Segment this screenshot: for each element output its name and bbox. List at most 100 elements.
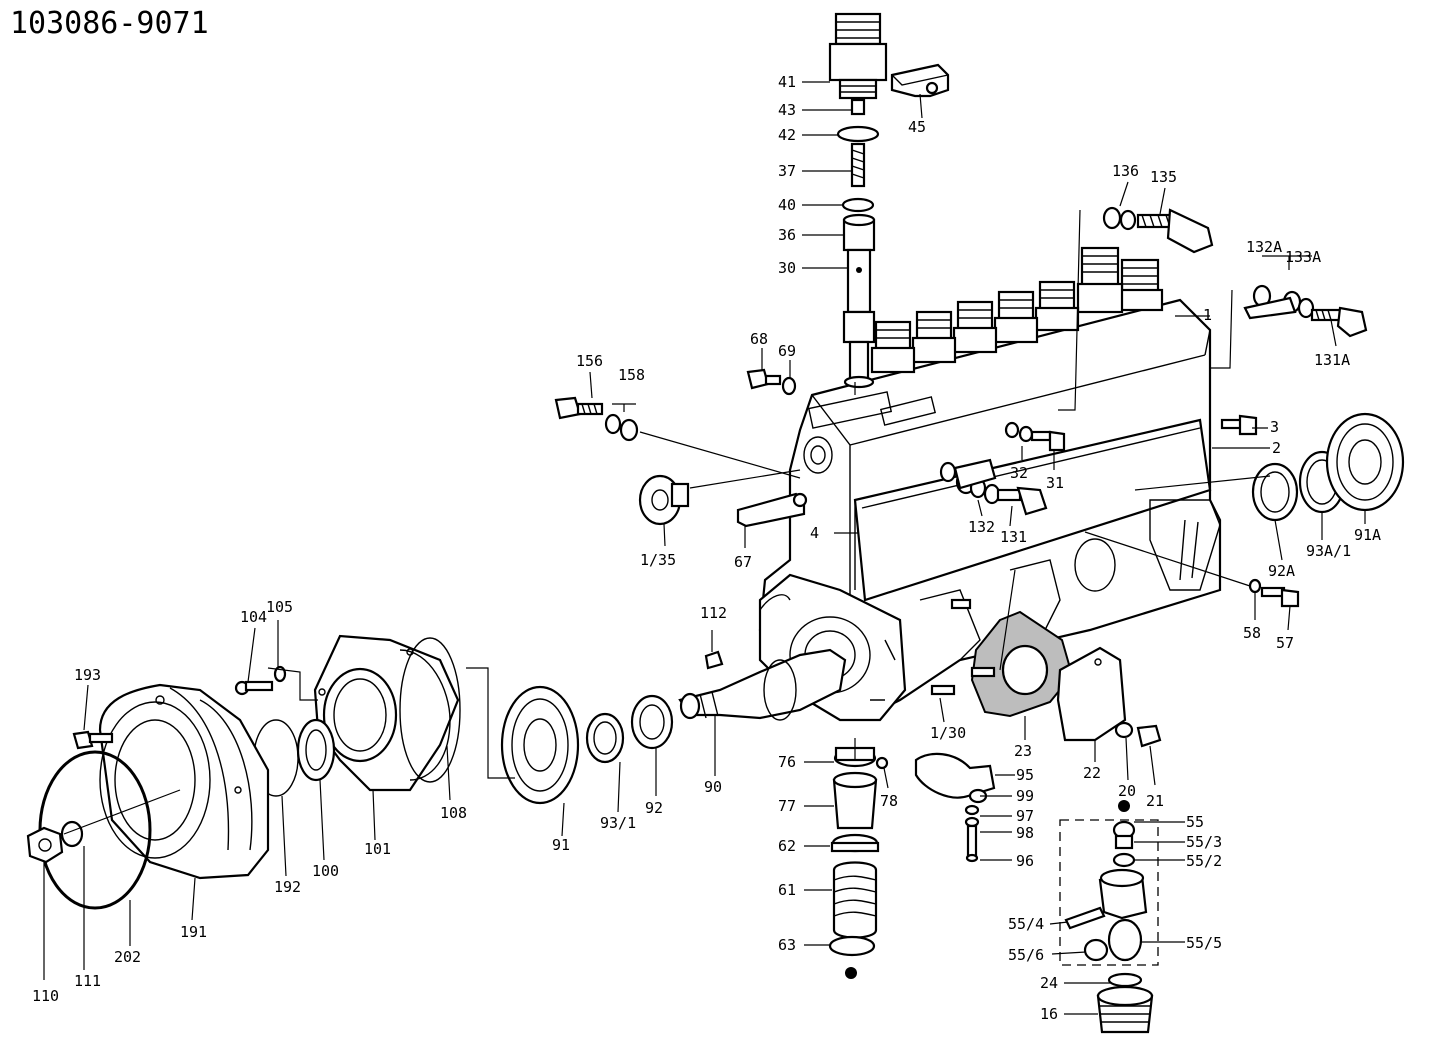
callout-24: 24 bbox=[1040, 974, 1058, 992]
callout-136: 136 bbox=[1112, 162, 1139, 180]
callout-97: 97 bbox=[1016, 807, 1034, 825]
bolt-31 bbox=[1004, 421, 1066, 452]
callout-112: 112 bbox=[700, 604, 727, 622]
callout-158: 158 bbox=[618, 366, 645, 384]
callout-61: 61 bbox=[778, 881, 796, 899]
callout-92A: 92A bbox=[1268, 562, 1295, 580]
callout-16: 16 bbox=[1040, 1005, 1058, 1023]
callout-100: 100 bbox=[312, 862, 339, 880]
callout-30: 30 bbox=[778, 259, 796, 277]
callout-20: 20 bbox=[1118, 782, 1136, 800]
callout-110: 110 bbox=[32, 987, 59, 1005]
callout-191: 191 bbox=[180, 923, 207, 941]
callout-132A: 132A bbox=[1246, 238, 1282, 256]
callout-91A: 91A bbox=[1354, 526, 1381, 544]
callout-90: 90 bbox=[704, 778, 722, 796]
housing-191 bbox=[98, 683, 270, 880]
callout-96: 96 bbox=[1016, 852, 1034, 870]
diagram-code: 103086-9071 bbox=[10, 6, 209, 41]
callout-77: 77 bbox=[778, 797, 796, 815]
tappet-stack bbox=[828, 746, 889, 979]
valve-block-55 bbox=[1064, 800, 1154, 1034]
callout-55-4: 55/4 bbox=[1008, 915, 1044, 933]
banjo-131 bbox=[939, 458, 1048, 516]
callout-41: 41 bbox=[778, 73, 796, 91]
callout-76: 76 bbox=[778, 753, 796, 771]
callout-192: 192 bbox=[274, 878, 301, 896]
cover-22 bbox=[1056, 646, 1127, 742]
callout-108: 108 bbox=[440, 804, 467, 822]
callout-31: 31 bbox=[1046, 474, 1064, 492]
callout-95: 95 bbox=[1016, 766, 1034, 784]
callout-labels: 41 43 42 37 40 36 30 45 136 135 132A 133… bbox=[32, 73, 1381, 1023]
part-67 bbox=[736, 492, 808, 528]
callout-55-6: 55/6 bbox=[1008, 946, 1044, 964]
callout-2: 2 bbox=[1272, 439, 1281, 457]
part-95 bbox=[914, 752, 996, 804]
callout-42: 42 bbox=[778, 126, 796, 144]
bolt-193 bbox=[72, 730, 114, 750]
bolt-104 bbox=[234, 665, 287, 696]
callout-69: 69 bbox=[778, 342, 796, 360]
stud-1-30 bbox=[930, 598, 996, 696]
callout-40: 40 bbox=[778, 196, 796, 214]
nut-110 bbox=[26, 820, 84, 864]
callout-105: 105 bbox=[266, 598, 293, 616]
callout-45: 45 bbox=[908, 118, 926, 136]
right-bearing bbox=[1251, 412, 1405, 522]
part-45 bbox=[890, 63, 950, 98]
callout-67: 67 bbox=[734, 553, 752, 571]
callout-58: 58 bbox=[1243, 624, 1261, 642]
callout-55-5: 55/5 bbox=[1186, 934, 1222, 952]
nut-21 bbox=[1114, 721, 1162, 748]
callout-leaders bbox=[43, 81, 1366, 1015]
callout-101: 101 bbox=[364, 840, 391, 858]
element-stack bbox=[828, 12, 888, 389]
callout-98: 98 bbox=[1016, 824, 1034, 842]
camshaft-90 bbox=[678, 648, 847, 721]
flange-101 bbox=[313, 634, 461, 792]
callout-23: 23 bbox=[1014, 742, 1032, 760]
front-bearing bbox=[500, 685, 674, 805]
callout-1-35: 1/35 bbox=[640, 551, 676, 569]
screw-3 bbox=[1220, 414, 1258, 436]
callout-21: 21 bbox=[1146, 792, 1164, 810]
callout-3: 3 bbox=[1270, 418, 1279, 436]
callout-55: 55 bbox=[1186, 813, 1204, 831]
callout-135: 135 bbox=[1150, 168, 1177, 186]
screw-57 bbox=[1248, 578, 1300, 608]
callout-202: 202 bbox=[114, 948, 141, 966]
callout-55-2: 55/2 bbox=[1186, 852, 1222, 870]
callout-22: 22 bbox=[1083, 764, 1101, 782]
callout-156: 156 bbox=[576, 352, 603, 370]
callout-32: 32 bbox=[1010, 464, 1028, 482]
callout-36: 36 bbox=[778, 226, 796, 244]
callout-133A: 133A bbox=[1285, 248, 1321, 266]
bolt-156 bbox=[554, 396, 639, 442]
callout-43: 43 bbox=[778, 101, 796, 119]
callout-131A: 131A bbox=[1314, 351, 1350, 369]
screw-96 bbox=[964, 804, 980, 863]
callout-78: 78 bbox=[880, 792, 898, 810]
banjo-131A bbox=[1243, 284, 1368, 338]
callout-193: 193 bbox=[74, 666, 101, 684]
callout-91: 91 bbox=[552, 836, 570, 854]
callout-99: 99 bbox=[1016, 787, 1034, 805]
callout-92: 92 bbox=[645, 799, 663, 817]
callout-62: 62 bbox=[778, 837, 796, 855]
callout-63: 63 bbox=[778, 936, 796, 954]
leader-lines bbox=[63, 209, 1312, 966]
callout-37: 37 bbox=[778, 162, 796, 180]
callout-131: 131 bbox=[1000, 528, 1027, 546]
gasket-23 bbox=[970, 610, 1074, 718]
delivery-valve-holders bbox=[870, 246, 1164, 374]
callout-93A-1: 93A/1 bbox=[1306, 542, 1351, 560]
key-112 bbox=[704, 650, 724, 670]
callout-68: 68 bbox=[750, 330, 768, 348]
callout-1: 1 bbox=[1203, 306, 1212, 324]
callout-111: 111 bbox=[74, 972, 101, 990]
callout-132: 132 bbox=[968, 518, 995, 536]
callout-104: 104 bbox=[240, 608, 267, 626]
bolt-68 bbox=[746, 368, 797, 396]
callout-93-1: 93/1 bbox=[600, 814, 636, 832]
